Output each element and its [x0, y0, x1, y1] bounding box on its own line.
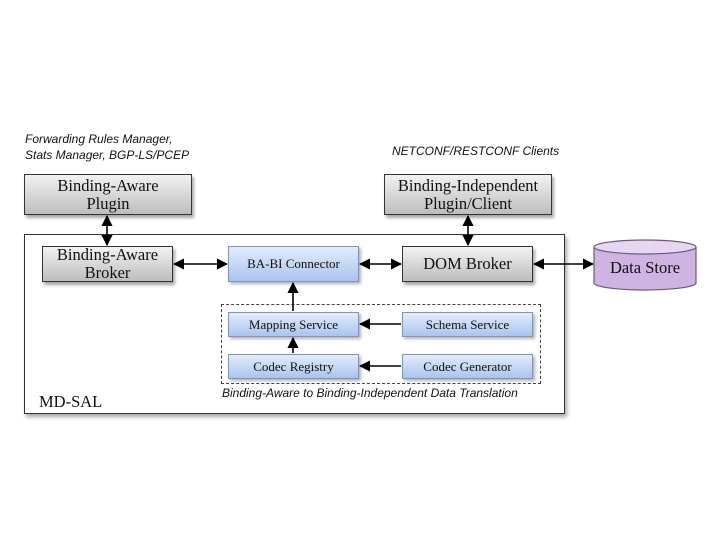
- dom-broker-box: DOM Broker: [402, 246, 533, 282]
- schema-service-box: Schema Service: [402, 312, 533, 337]
- binding-independent-plugin-label-line1: Binding-Independent: [397, 175, 539, 195]
- codec-generator-label: Codec Generator: [423, 358, 512, 374]
- binding-aware-plugin-label-line2: Plugin: [86, 193, 130, 213]
- plugin-clients-caption: Forwarding Rules Manager, Stats Manager,…: [25, 131, 189, 163]
- binding-aware-plugin-label-line1: Binding-Aware: [57, 175, 159, 195]
- codec-generator-box: Codec Generator: [402, 354, 533, 379]
- mapping-service-label: Mapping Service: [248, 316, 339, 332]
- codec-registry-label: Codec Registry: [253, 358, 334, 374]
- mapping-service-box: Mapping Service: [228, 312, 359, 337]
- translation-caption: Binding-Aware to Binding-Independent Dat…: [222, 386, 518, 400]
- data-store-label: Data Store: [609, 258, 681, 277]
- ba-bi-connector-label: BA-BI Connector: [247, 256, 340, 271]
- md-sal-label: MD-SAL: [39, 392, 103, 411]
- translation-group: [221, 304, 541, 384]
- codec-registry-box: Codec Registry: [228, 354, 359, 379]
- binding-aware-broker-label-line1: Binding-Aware: [56, 245, 159, 264]
- plugin-clients-caption-line1: Forwarding Rules Manager,: [25, 132, 173, 146]
- binding-aware-plugin-box: Binding-Aware Plugin: [24, 174, 192, 215]
- binding-aware-broker-label-line2: Broker: [84, 263, 131, 282]
- ba-bi-connector-box: BA-BI Connector: [228, 246, 359, 282]
- plugin-clients-caption-line2: Stats Manager, BGP-LS/PCEP: [25, 148, 190, 162]
- binding-independent-plugin-box: Binding-Independent Plugin/Client: [384, 174, 552, 215]
- dom-broker-label: DOM Broker: [423, 254, 512, 273]
- data-store-cylinder: [593, 239, 697, 291]
- binding-independent-plugin-label-line2: Plugin/Client: [423, 193, 512, 213]
- bi-clients-caption: NETCONF/RESTCONF Clients: [392, 144, 560, 158]
- schema-service-label: Schema Service: [425, 316, 510, 332]
- binding-aware-broker-box: Binding-Aware Broker: [42, 246, 173, 282]
